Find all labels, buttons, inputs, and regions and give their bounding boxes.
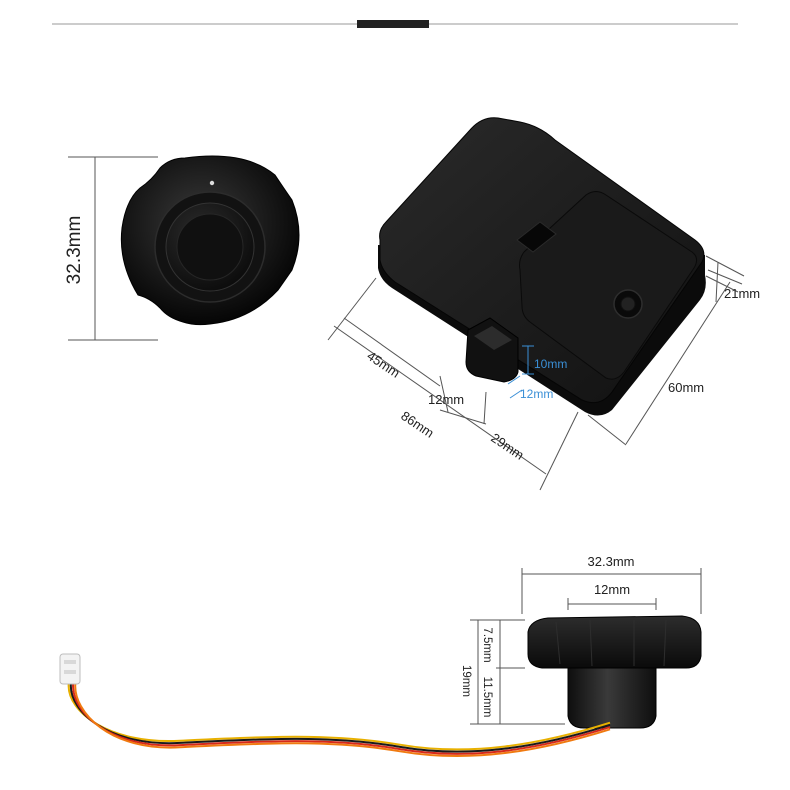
- cable-connector: [59, 653, 81, 685]
- knob-side-dimensions: 32.3mm 12mm 19mm 7.5mm 11.5mm: [460, 554, 702, 725]
- lock-width-label: 60mm: [668, 380, 704, 395]
- lock-height-label: 21mm: [724, 286, 760, 301]
- knob-cap-grips: [555, 619, 667, 667]
- bolt-12-label: 12mm: [520, 387, 553, 401]
- key-hole-inner: [620, 296, 636, 312]
- latch-slot: [516, 221, 557, 253]
- knob-top-height-dimension: 32.3mm: [64, 156, 158, 341]
- length-29-label: 29mm: [488, 430, 526, 463]
- knob-top-view: [120, 155, 300, 326]
- fingerprint-sensor-center: [176, 213, 244, 281]
- bolt-10-label: 10mm: [534, 357, 567, 371]
- knob-side-view: [527, 615, 702, 729]
- length-86-label: 86mm: [398, 408, 436, 441]
- knob-inner-label: 12mm: [594, 582, 630, 597]
- header-accent-bar: [357, 20, 429, 28]
- cable-wire: [74, 683, 611, 758]
- lock-cover-panel: [519, 191, 698, 380]
- length-45-label: 45mm: [364, 348, 402, 381]
- lock-bolt-top: [474, 326, 512, 350]
- knob-stem: [567, 667, 657, 729]
- knob-cap-height-label: 7.5mm: [481, 627, 493, 662]
- lock-body: [378, 117, 706, 416]
- header-rule: [52, 20, 738, 28]
- cable: [67, 683, 611, 758]
- knob-stem-height-label: 11.5mm: [481, 677, 493, 718]
- indicator-led: [209, 180, 215, 186]
- knob-cap: [527, 615, 702, 669]
- length-12-label: 12mm: [428, 392, 464, 407]
- knob-total-height-label: 19mm: [460, 665, 472, 697]
- knob-top-height-label: 32.3mm: [64, 216, 85, 285]
- knob-diameter-label: 32.3mm: [588, 554, 635, 569]
